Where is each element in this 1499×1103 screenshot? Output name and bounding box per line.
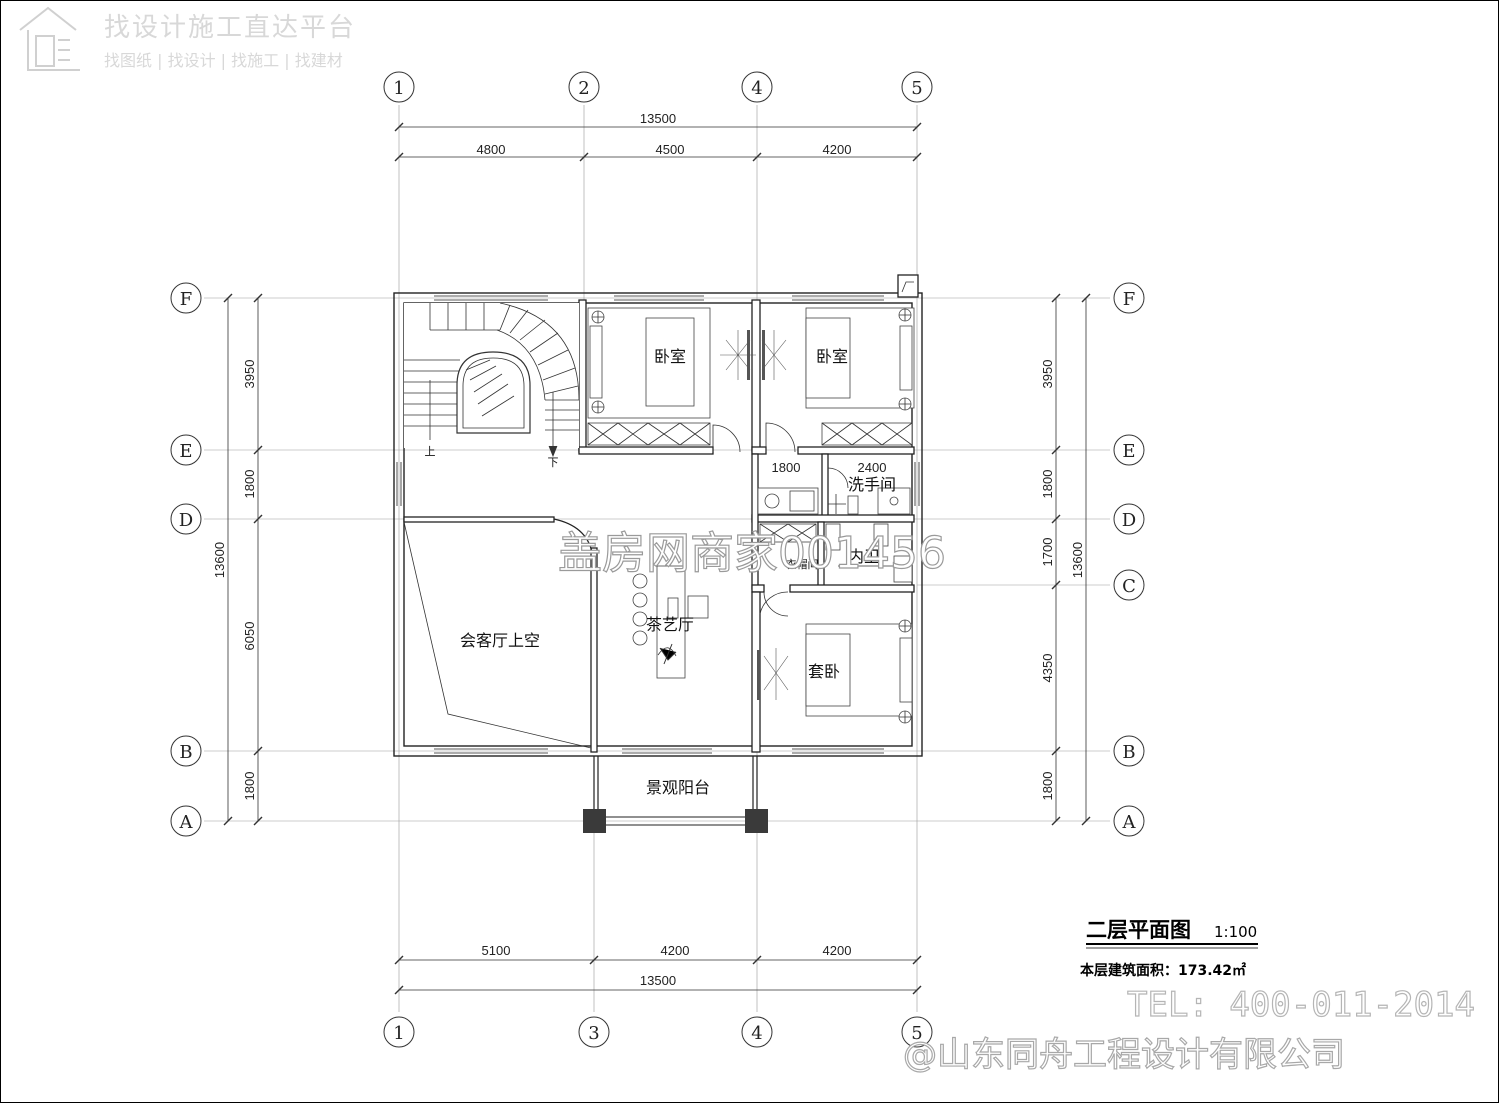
left-dimensions (223, 293, 263, 826)
axis-grid (204, 105, 1110, 1012)
floor-area: 本层建筑面积：173.42㎡ (1080, 962, 1246, 979)
balcony (583, 756, 768, 833)
axis-bottom-1: 1 (393, 1023, 404, 1044)
column-left (583, 809, 606, 833)
dim-right-total: 13600 (1070, 542, 1085, 578)
room-suite: 套卧 (808, 662, 840, 681)
walls (393, 274, 923, 757)
axis-right-1: F (1123, 289, 1136, 310)
dim-right-seg-5: 1800 (1040, 772, 1055, 801)
axis-right-4: C (1122, 576, 1136, 597)
bedroom-1-furniture (587, 307, 756, 453)
axis-top-2: 2 (578, 78, 589, 99)
axis-bottom-3: 4 (751, 1023, 762, 1044)
axis-bubbles (170, 71, 1145, 1048)
watermark-title: 找设计施工直达平台 (104, 13, 356, 43)
right-dimensions (1051, 293, 1091, 826)
top-dimensions (394, 122, 922, 162)
axis-left-3: D (179, 510, 193, 531)
center-watermark: 盖房网商家001456 (558, 528, 946, 579)
column-right (745, 809, 768, 833)
dim-right-seg-2: 1800 (1040, 470, 1055, 499)
room-balcony: 景观阳台 (646, 778, 710, 797)
axis-top-1: 1 (393, 78, 404, 99)
company-watermark: @山东同舟工程设计有限公司 (903, 1035, 1345, 1075)
title-block: 二层平面图 1:100 本层建筑面积：173.42㎡ (1080, 918, 1258, 979)
axis-left-5: A (179, 812, 194, 833)
staircase (404, 302, 580, 458)
axis-right-6: A (1122, 812, 1137, 833)
dim-inner-1: 1800 (772, 460, 801, 475)
room-bedroom-2: 卧室 (816, 347, 848, 366)
closet-fixtures (759, 523, 913, 617)
dim-right-seg-4: 4350 (1040, 654, 1055, 683)
dim-left-seg-4: 1800 (242, 772, 257, 801)
bottom-dimensions (394, 955, 922, 995)
stair-up-label: 上 (425, 445, 436, 458)
dim-left-seg-1: 3950 (242, 360, 257, 389)
suite-furniture (757, 591, 913, 724)
axis-right-3: D (1122, 510, 1136, 531)
dim-left-total: 13600 (212, 542, 227, 578)
bedroom-2-furniture (747, 307, 915, 453)
room-inner-bath: 内卫 (848, 547, 880, 566)
axis-top-3: 4 (751, 78, 762, 99)
dim-bottom-seg-1: 5100 (482, 943, 511, 958)
house-logo-icon (19, 6, 80, 71)
stair-down-label: 下 (548, 456, 559, 469)
dim-top-seg-1: 4800 (477, 142, 506, 157)
dim-right-seg-3: 1700 (1040, 538, 1055, 567)
dim-top-seg-3: 4200 (823, 142, 852, 157)
axis-top-4: 5 (911, 78, 922, 99)
tea-room-furniture (632, 565, 709, 679)
room-washroom: 洗手间 (848, 475, 896, 494)
dim-top-total: 13500 (640, 111, 676, 126)
dim-inner-2: 2400 (858, 460, 887, 475)
drawing-scale: 1:100 (1214, 923, 1257, 941)
room-void: 会客厅上空 (460, 631, 540, 650)
axis-left-4: B (179, 742, 192, 763)
void-outline (403, 518, 593, 749)
room-bedroom-1: 卧室 (654, 347, 686, 366)
dim-bottom-seg-3: 4200 (823, 943, 852, 958)
dim-bottom-seg-2: 4200 (661, 943, 690, 958)
axis-bottom-2: 3 (588, 1023, 599, 1044)
drawing-title: 二层平面图 (1086, 918, 1191, 942)
dim-right-seg-1: 3950 (1040, 360, 1055, 389)
room-tea: 茶艺厅 (646, 615, 694, 634)
dim-bottom-total: 13500 (640, 973, 676, 988)
washroom-fixtures (757, 467, 911, 515)
tel-watermark: TEL: 400-011-2014 (1127, 985, 1475, 1025)
axis-left-1: F (180, 289, 193, 310)
axis-right-2: E (1122, 441, 1135, 462)
axis-left-2: E (179, 441, 192, 462)
dim-left-seg-3: 6050 (242, 622, 257, 651)
room-closet: 衣帽间 (786, 557, 819, 571)
axis-right-5: B (1122, 742, 1135, 763)
logo-watermark: 找设计施工直达平台 找图纸 | 找设计 | 找施工 | 找建材 (19, 6, 356, 71)
axis-bottom-4: 5 (911, 1023, 922, 1044)
watermark-subtitle: 找图纸 | 找设计 | 找施工 | 找建材 (104, 51, 343, 70)
dim-left-seg-2: 1800 (242, 470, 257, 499)
dim-top-seg-2: 4500 (656, 142, 685, 157)
